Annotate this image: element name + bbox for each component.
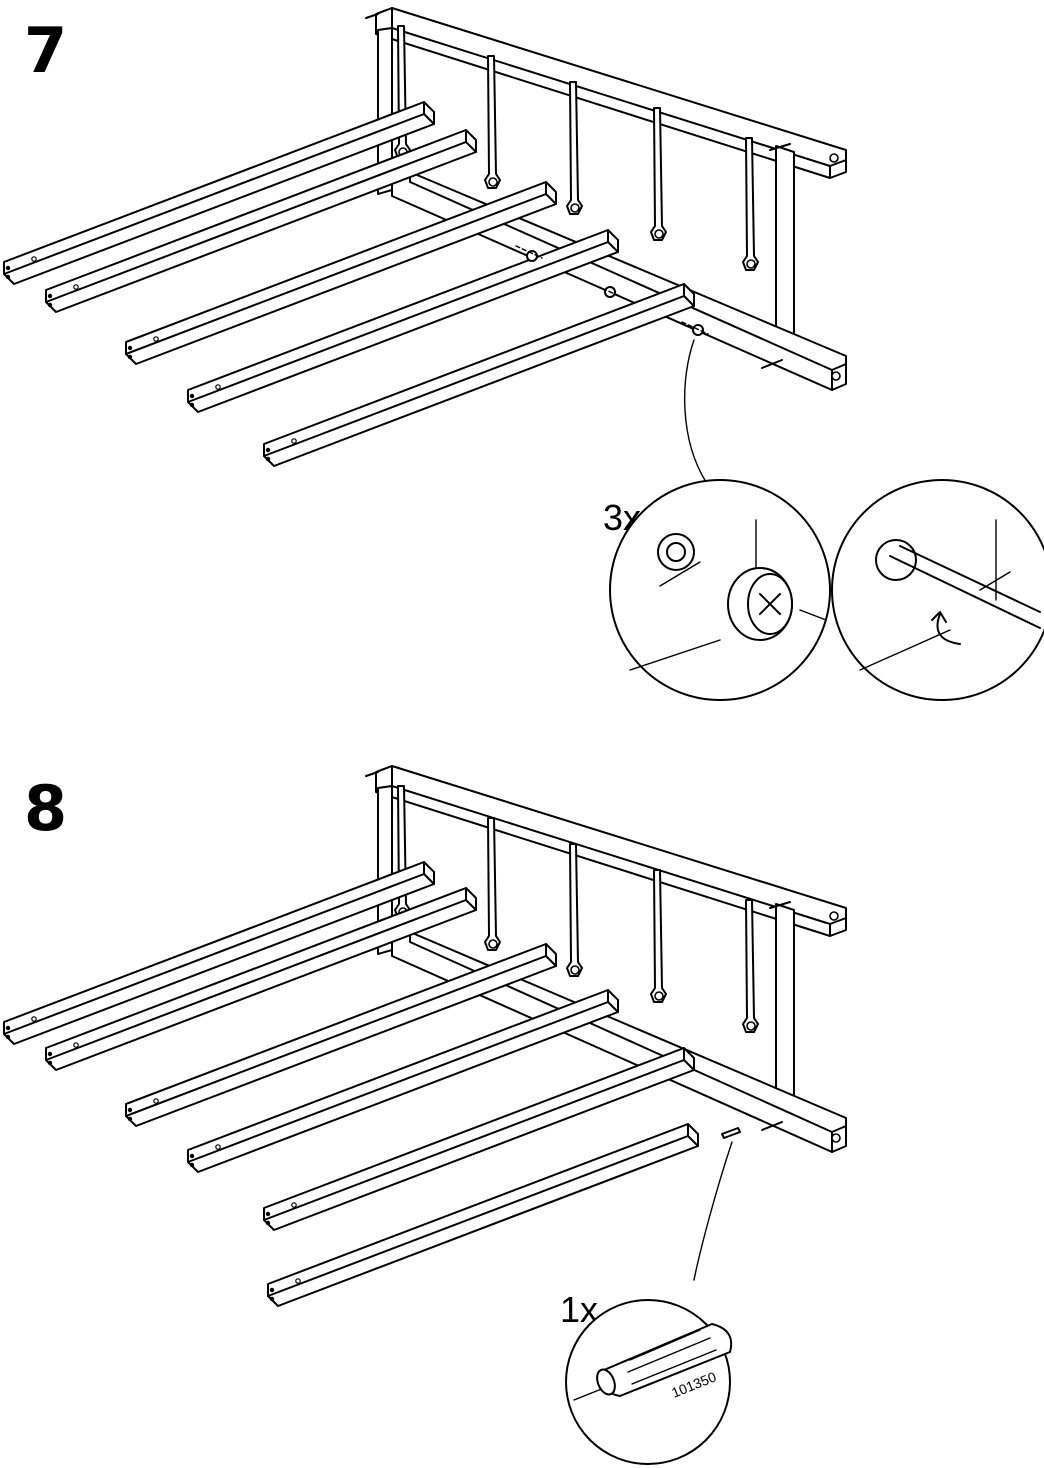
step-7-illustration [4,8,1044,700]
step-8-illustration: 101350 [4,766,846,1464]
